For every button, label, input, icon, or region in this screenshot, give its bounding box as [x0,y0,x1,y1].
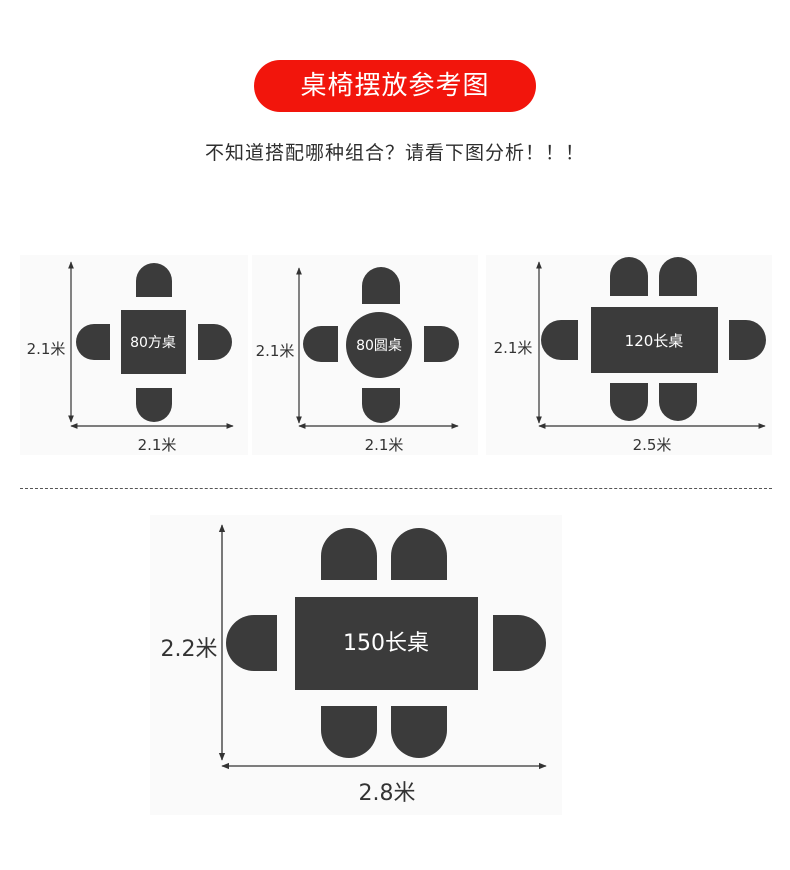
chair-bottom-right [391,706,447,758]
chair-bottom-left [321,706,377,758]
round-table [346,312,412,378]
chair-right [493,615,546,671]
height-label: 2.2米 [161,637,218,662]
chair-top-left [610,257,648,296]
chair-left [303,326,338,362]
chair-left [76,324,110,360]
width-label: 2.1米 [138,436,177,454]
chair-right [198,324,232,360]
layout-rect150: 2.2米 2.8米 150长桌 [161,524,547,806]
rectangular-table [295,597,478,690]
chair-top [362,267,400,304]
rectangular-table [591,307,718,373]
layout-rect120: 2.1米 2.5米 120长桌 [494,257,766,454]
width-label: 2.8米 [359,781,416,806]
height-label: 2.1米 [27,340,66,358]
layout-round80: 2.1米 2.1米 80圆桌 [256,267,459,454]
table-label: 80方桌 [130,335,176,351]
chair-bottom [136,388,172,422]
table-label: 80圆桌 [356,338,402,354]
layout-square80: 2.1米 2.1米 80方桌 [27,261,234,454]
chair-left [226,615,277,671]
width-label: 2.1米 [365,436,404,454]
title-banner: 桌椅摆放参考图 [254,60,536,112]
chair-bottom-right [659,383,697,421]
chair-top-right [391,528,447,580]
width-label: 2.5米 [633,436,672,454]
chair-bottom [362,388,400,423]
chair-bottom-left [610,383,648,421]
chair-left [541,320,578,360]
square-table [121,310,186,374]
chair-right [424,326,459,362]
chair-right [729,320,766,360]
dashed-divider [20,488,772,489]
height-label: 2.1米 [256,342,295,360]
height-label: 2.1米 [494,339,533,357]
chair-top-right [659,257,697,296]
chair-top-left [321,528,377,580]
subtitle: 不知道搭配哪种组合？请看下图分析！！！ [204,142,585,164]
table-label: 120长桌 [625,332,684,350]
chair-top [136,263,172,297]
table-label: 150长桌 [343,631,429,656]
